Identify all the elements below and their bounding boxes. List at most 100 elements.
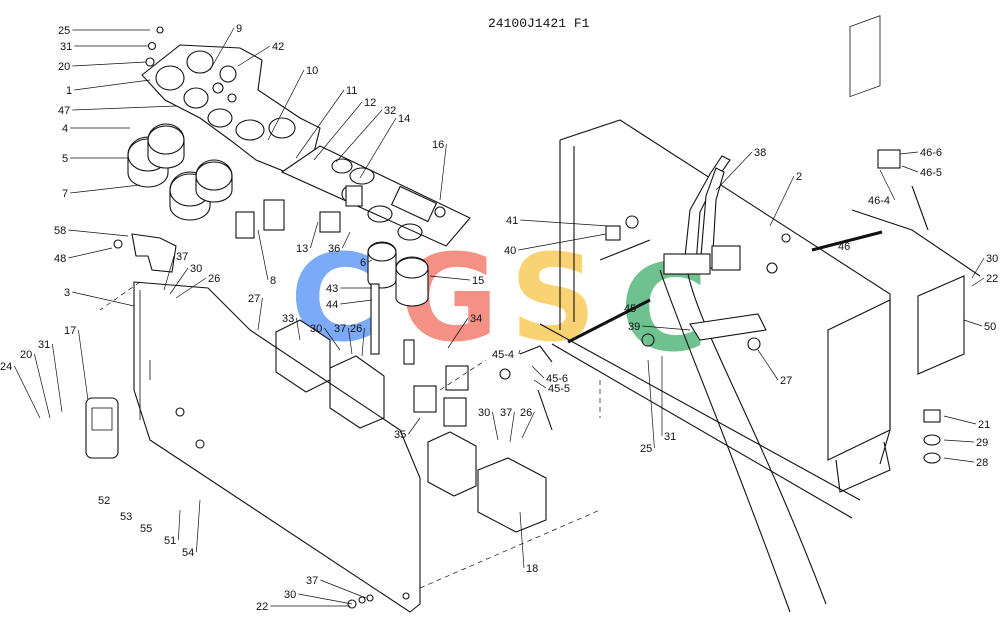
switch-panel-16 <box>280 145 471 247</box>
leader-line-56 <box>518 233 607 251</box>
leader-line-18 <box>295 89 345 159</box>
fuse-holders-35 <box>403 339 469 427</box>
leader-line-30 <box>296 317 301 341</box>
leader-line-26 <box>368 259 373 263</box>
leader-line-66 <box>901 165 919 173</box>
leader-line-71 <box>943 415 977 425</box>
leader-line-32 <box>348 327 353 355</box>
callout-50: 30 <box>284 589 296 601</box>
callout-12: 24 <box>0 361 12 373</box>
main-panel-3 <box>133 281 421 613</box>
leader-line-73 <box>943 457 975 463</box>
watermark-letter-3: S <box>510 230 596 369</box>
leader-line-13 <box>34 353 51 419</box>
drawing-number: 24100J1421 F1 <box>488 16 590 31</box>
leader-line-33 <box>361 327 365 357</box>
leader-line-23 <box>257 229 269 281</box>
callout-13: 20 <box>20 349 32 361</box>
leader-line-15 <box>209 27 235 71</box>
leader-line-10 <box>72 291 135 307</box>
callout-7: 7 <box>62 188 68 200</box>
callout-23: 8 <box>270 275 276 287</box>
gauges-left <box>127 123 233 221</box>
leader-line-29 <box>429 275 471 281</box>
callout-0: 25 <box>58 25 70 37</box>
callout-17: 10 <box>306 65 318 77</box>
leader-line-8 <box>68 229 129 237</box>
leader-line-70 <box>963 319 983 327</box>
callout-18: 11 <box>346 85 357 97</box>
callout-57: 38 <box>754 147 766 159</box>
callout-70: 50 <box>984 321 996 333</box>
callout-36: 45-4 <box>492 349 514 361</box>
leader-line-42 <box>521 411 535 439</box>
fasteners-21-29-28 <box>923 409 941 464</box>
bolt-40 <box>605 215 639 241</box>
callout-63: 31 <box>664 431 676 443</box>
callout-35: 34 <box>470 313 482 325</box>
callout-73: 28 <box>976 457 988 469</box>
leader-line-67 <box>879 169 896 201</box>
cable-45 <box>499 345 553 431</box>
callout-30: 33 <box>282 313 294 325</box>
cable-end-46 <box>851 149 981 277</box>
callout-42: 26 <box>520 407 532 419</box>
callout-16: 42 <box>272 41 284 53</box>
callout-27: 43 <box>326 283 338 295</box>
callout-49: 37 <box>306 575 318 587</box>
callout-62: 25 <box>640 443 652 455</box>
callout-22: 16 <box>432 139 444 151</box>
callout-14: 31 <box>38 339 50 351</box>
leader-line-50 <box>298 593 353 605</box>
leader-line-37 <box>533 379 547 389</box>
callout-58: 2 <box>796 171 802 183</box>
leader-line-24 <box>310 221 319 249</box>
rod-43-44 <box>370 283 380 355</box>
callout-1: 31 <box>60 41 72 53</box>
leader-line-47 <box>178 509 181 541</box>
leader-line-40 <box>492 411 499 441</box>
leader-line-7 <box>70 184 141 194</box>
leader-line-41 <box>509 411 515 443</box>
callout-33: 26 <box>350 323 362 335</box>
callout-5: 4 <box>62 123 68 135</box>
callout-43: 18 <box>526 563 538 575</box>
callout-32: 37 <box>334 323 346 335</box>
callout-71: 21 <box>978 419 990 431</box>
leader-line-28 <box>340 299 373 305</box>
callout-11: 17 <box>64 325 76 337</box>
callout-48: 54 <box>182 547 194 559</box>
terminal-blocks-18 <box>427 431 547 533</box>
callout-21: 14 <box>398 113 410 125</box>
leader-line-57 <box>715 151 753 191</box>
callout-15: 9 <box>236 23 242 35</box>
callout-2: 20 <box>58 61 70 73</box>
switch-components <box>235 185 363 239</box>
callout-28: 44 <box>326 299 338 311</box>
lever-assembly-38 <box>659 155 827 613</box>
leader-line-12 <box>14 365 41 419</box>
leader-line-34 <box>257 297 263 331</box>
callout-64: 27 <box>780 375 792 387</box>
callout-40: 30 <box>478 407 490 419</box>
callout-9: 48 <box>54 253 66 265</box>
projection-lines <box>99 281 601 589</box>
leader-line-64 <box>757 349 779 381</box>
leader-line-31 <box>324 327 341 351</box>
callout-4: 47 <box>58 105 70 117</box>
leader-line-25 <box>342 231 351 249</box>
leader-line-14 <box>52 343 63 413</box>
leader-line-9 <box>68 247 113 259</box>
callout-24: 13 <box>296 243 308 255</box>
callout-leaders <box>14 27 985 607</box>
leader-line-72 <box>943 439 975 443</box>
callout-47: 51 <box>164 535 176 547</box>
callout-60: 45 <box>624 303 636 315</box>
callout-52: 37 <box>176 251 188 263</box>
leader-line-19 <box>313 101 363 161</box>
callout-72: 29 <box>976 437 988 449</box>
leader-line-20 <box>335 109 383 163</box>
leader-line-21 <box>359 117 397 179</box>
callout-56: 40 <box>504 245 516 257</box>
